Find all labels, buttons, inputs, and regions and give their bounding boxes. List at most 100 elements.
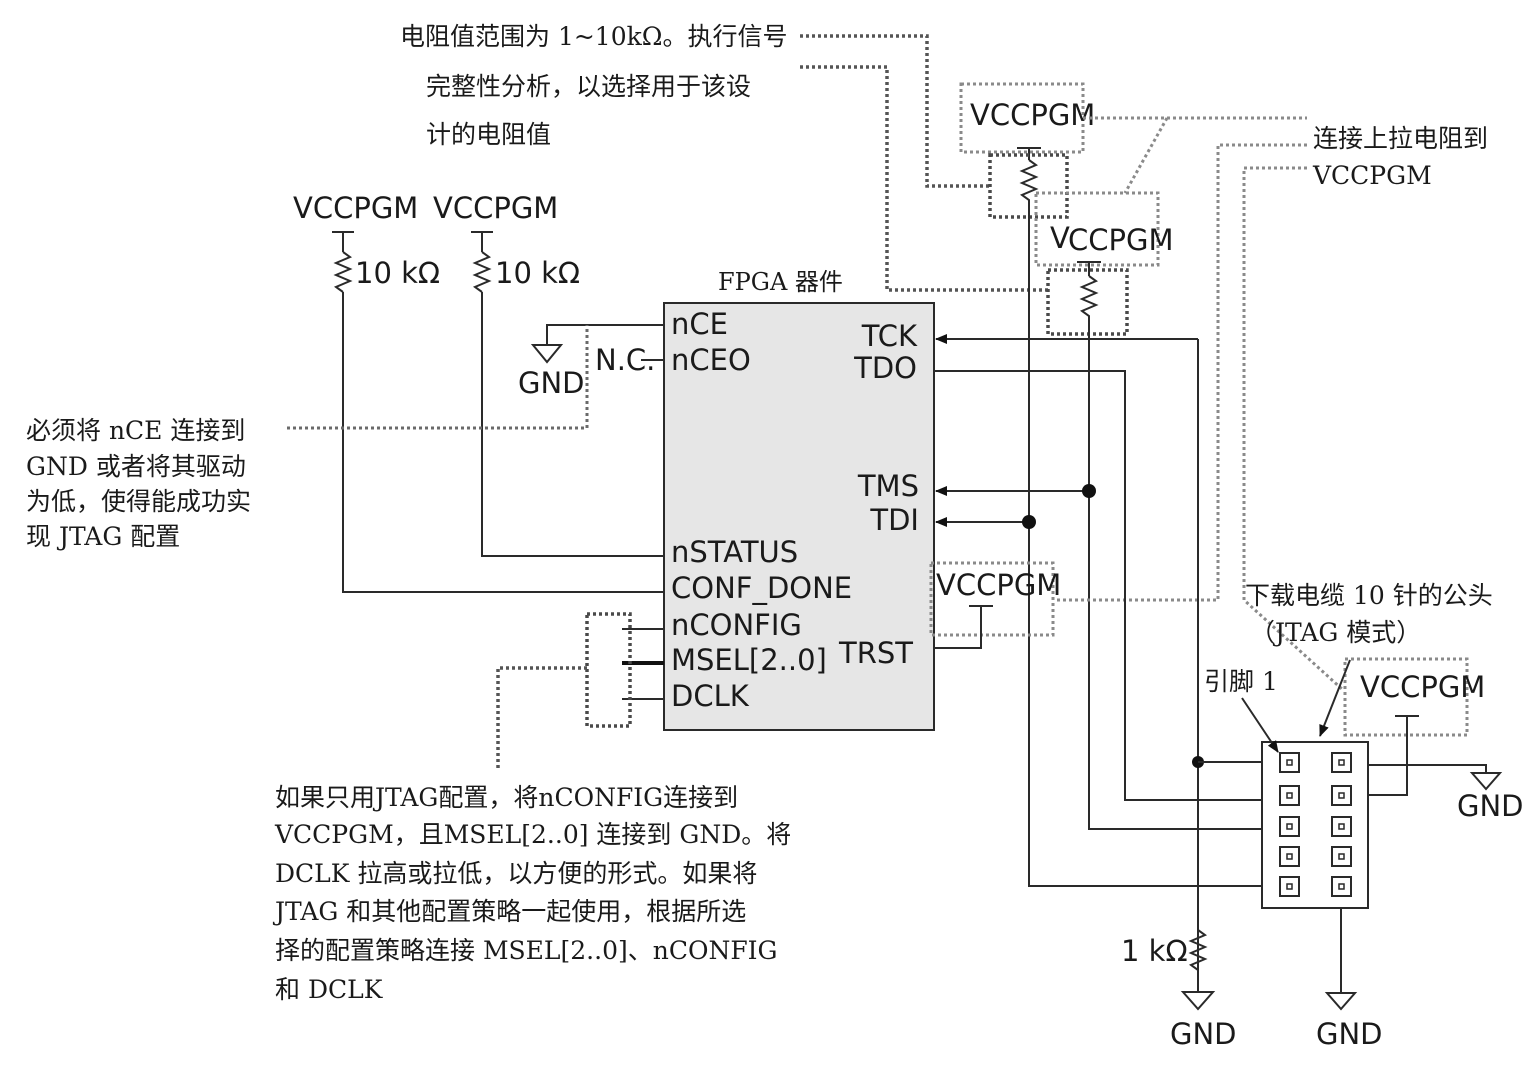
pin-label-conf-done: CONF_DONE: [671, 571, 852, 605]
arrow-header: [1319, 659, 1351, 737]
header-pin-6: [1331, 816, 1352, 837]
note-jtag-only-line-3: DCLK 拉高或拉低，以方便的形式。如果将: [275, 859, 757, 888]
note-resistor-line-3: 计的电阻值: [426, 120, 551, 149]
note-jtag-only-line-2: VCCPGM，且MSEL[2..0] 连接到 GND。将: [274, 820, 791, 849]
vccpgm-sub-rest: CCPGM: [1068, 223, 1173, 257]
pin-9-inner: [1286, 883, 1293, 890]
resistor-value-nstatus: 10 kΩ: [495, 256, 580, 290]
header-pin-3: [1279, 785, 1300, 806]
note-jtag-only-line-1: 如果只用JTAG配置，将nCONFIG连接到: [275, 783, 738, 812]
wire-resistor-top-to-header: [1019, 159, 1262, 887]
pin-label-dclk: DCLK: [671, 679, 750, 713]
pin-label-tdi: TDI: [869, 503, 919, 537]
vccpgm-label-nstatus: VCCPGM: [433, 191, 558, 225]
header-pin-1: [1279, 752, 1300, 773]
gnd-label-header-bottom: GND: [1316, 1017, 1383, 1051]
rail-cap-conf-done: [332, 231, 354, 252]
pin-label-nceo: nCEO: [671, 343, 751, 377]
header-pin-2: [1331, 752, 1352, 773]
gnd-label-nce: GND: [518, 366, 585, 400]
note-jtag-only-line-4: JTAG 和其他配置策略一起使用，根据所选: [272, 897, 746, 926]
wire-conf-done: [342, 292, 664, 593]
arrow-pin-1: [1241, 697, 1279, 753]
vccpgm-label-trst: VCCPGM: [936, 568, 1061, 602]
ground-symbol-header-bottom: [1324, 992, 1358, 1011]
fpga-device-body: [663, 302, 935, 731]
vccpgm-box-mid: [1034, 191, 1160, 267]
pin-1-label: 引脚 1: [1204, 667, 1278, 696]
note-pullup-line-2: VCCPGM: [1312, 161, 1432, 190]
nc-label: N.C.: [595, 343, 655, 377]
jtag-header-10pin: [1261, 741, 1369, 909]
pin-label-tms: TMS: [857, 469, 919, 503]
header-pins: [1279, 752, 1352, 897]
ground-symbol-nce: [530, 344, 564, 364]
note-header-line-2: （JTAG 模式）: [1250, 618, 1421, 647]
note-nce-line-2: GND 或者将其驱动: [26, 452, 246, 481]
pin-7-inner: [1286, 853, 1293, 860]
leader-pullup-trst: [1057, 143, 1307, 602]
dotted-resistor-box-mid: [1046, 268, 1129, 336]
note-resistor-line-2: 完整性分析，以选择用于该设: [426, 72, 751, 101]
wire-nstatus: [481, 292, 664, 557]
note-jtag-only-line-5: 择的配置策略连接 MSEL[2..0]、nCONFIG: [275, 936, 778, 965]
pin-label-tdo: TDO: [853, 351, 917, 385]
header-pin-8: [1331, 846, 1352, 867]
rail-cap-mid: [1077, 261, 1101, 276]
note-pullup-line-1: 连接上拉电阻到: [1313, 124, 1488, 153]
resistor-value-1k: 1 kΩ: [1121, 934, 1188, 968]
pin-2-inner: [1338, 759, 1345, 766]
dotted-bracket-config-pins: [585, 612, 632, 728]
resistor-10k-nstatus: [472, 251, 492, 293]
fpga-title: FPGA 器件: [718, 268, 843, 296]
pin-label-msel: MSEL[2..0]: [671, 643, 827, 677]
note-header-line-1: 下载电缆 10 针的公头: [1245, 581, 1493, 610]
gnd-label-header-right: GND: [1457, 789, 1524, 823]
leader-jtag-only-note: [496, 666, 587, 770]
pin-label-tck: TCK: [861, 319, 918, 353]
vccpgm-label-top: VCCPGM: [970, 98, 1095, 132]
gnd-label-1k: GND: [1170, 1017, 1237, 1051]
resistor-10k-conf-done: [333, 251, 353, 293]
wire-header-gnd-right: [1368, 764, 1487, 772]
leader-nce-note: [287, 325, 589, 430]
pin-1-inner: [1286, 759, 1293, 766]
header-pin-4: [1331, 785, 1352, 806]
pin-4-inner: [1338, 792, 1345, 799]
leader-resistor-note-upper: [800, 34, 990, 188]
note-jtag-only-line-6: 和 DCLK: [275, 975, 384, 1004]
ground-symbol-header-right: [1469, 772, 1503, 791]
pin-8-inner: [1338, 853, 1345, 860]
leader-pullup-diag: [1123, 117, 1169, 194]
pin-5-inner: [1286, 823, 1293, 830]
pin-label-trst: TRST: [838, 636, 913, 670]
note-nce-line-1: 必须将 nCE 连接到: [26, 416, 245, 445]
pin-label-nstatus: nSTATUS: [671, 535, 798, 569]
resistor-1k: [1188, 929, 1208, 988]
pin-3-inner: [1286, 792, 1293, 799]
wire-resistor-mid-to-header: [1079, 275, 1262, 830]
wire-header-vcc: [1368, 715, 1419, 796]
rail-cap-nstatus: [471, 231, 493, 252]
wire-nce-to-gnd: [546, 324, 664, 345]
ground-symbol-1k: [1180, 991, 1216, 1011]
vccpgm-sub-v: V: [1050, 221, 1070, 255]
leader-pullup-header: [1242, 166, 1345, 692]
header-pin-7: [1279, 846, 1300, 867]
vccpgm-label-header: VCCPGM: [1360, 670, 1485, 704]
leader-resistor-note-lower: [800, 65, 1048, 292]
resistor-value-conf-done: 10 kΩ: [355, 256, 440, 290]
pin-label-nce: nCE: [671, 307, 728, 341]
pin-6-inner: [1338, 823, 1345, 830]
pin-10-inner: [1338, 883, 1345, 890]
note-nce-line-4: 现 JTAG 配置: [26, 522, 180, 551]
header-pin-5: [1279, 816, 1300, 837]
pin-label-nconfig: nCONFIG: [671, 608, 802, 642]
note-nce-line-3: 为低，使得能成功实: [26, 487, 251, 516]
junction-tdi: [1022, 515, 1036, 529]
vccpgm-label-conf-done: VCCPGM: [293, 191, 418, 225]
junction-tms: [1082, 484, 1096, 498]
dotted-resistor-box-top: [988, 153, 1069, 219]
